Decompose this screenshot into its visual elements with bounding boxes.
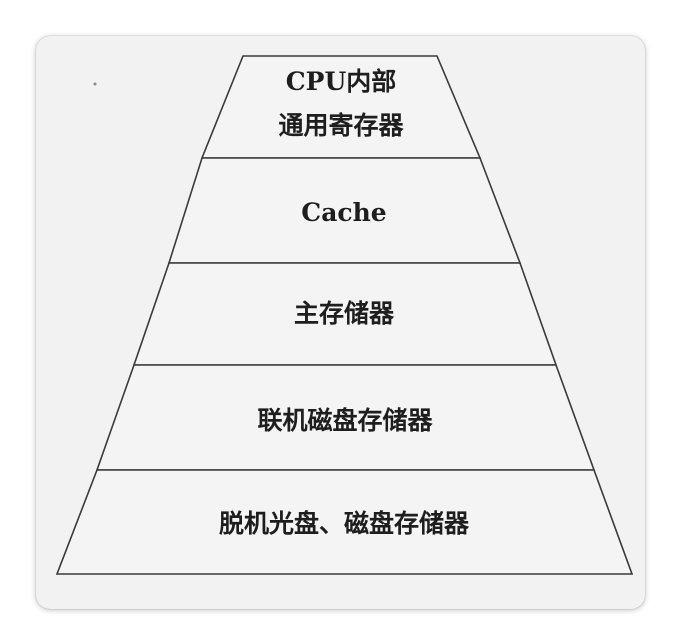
speck-dot: [93, 82, 97, 86]
level-2-label: Cache: [301, 198, 386, 227]
level-1-label-line-2: 通用寄存器: [278, 111, 404, 140]
level-1-label-line-1: CPU内部: [286, 67, 397, 96]
pyramid-level-5-shape: [55, 469, 634, 575]
level-3-label: 主存储器: [294, 299, 395, 328]
level-4-label: 联机磁盘存储器: [257, 406, 433, 435]
level-5-label: 脱机光盘、磁盘存储器: [219, 509, 470, 538]
